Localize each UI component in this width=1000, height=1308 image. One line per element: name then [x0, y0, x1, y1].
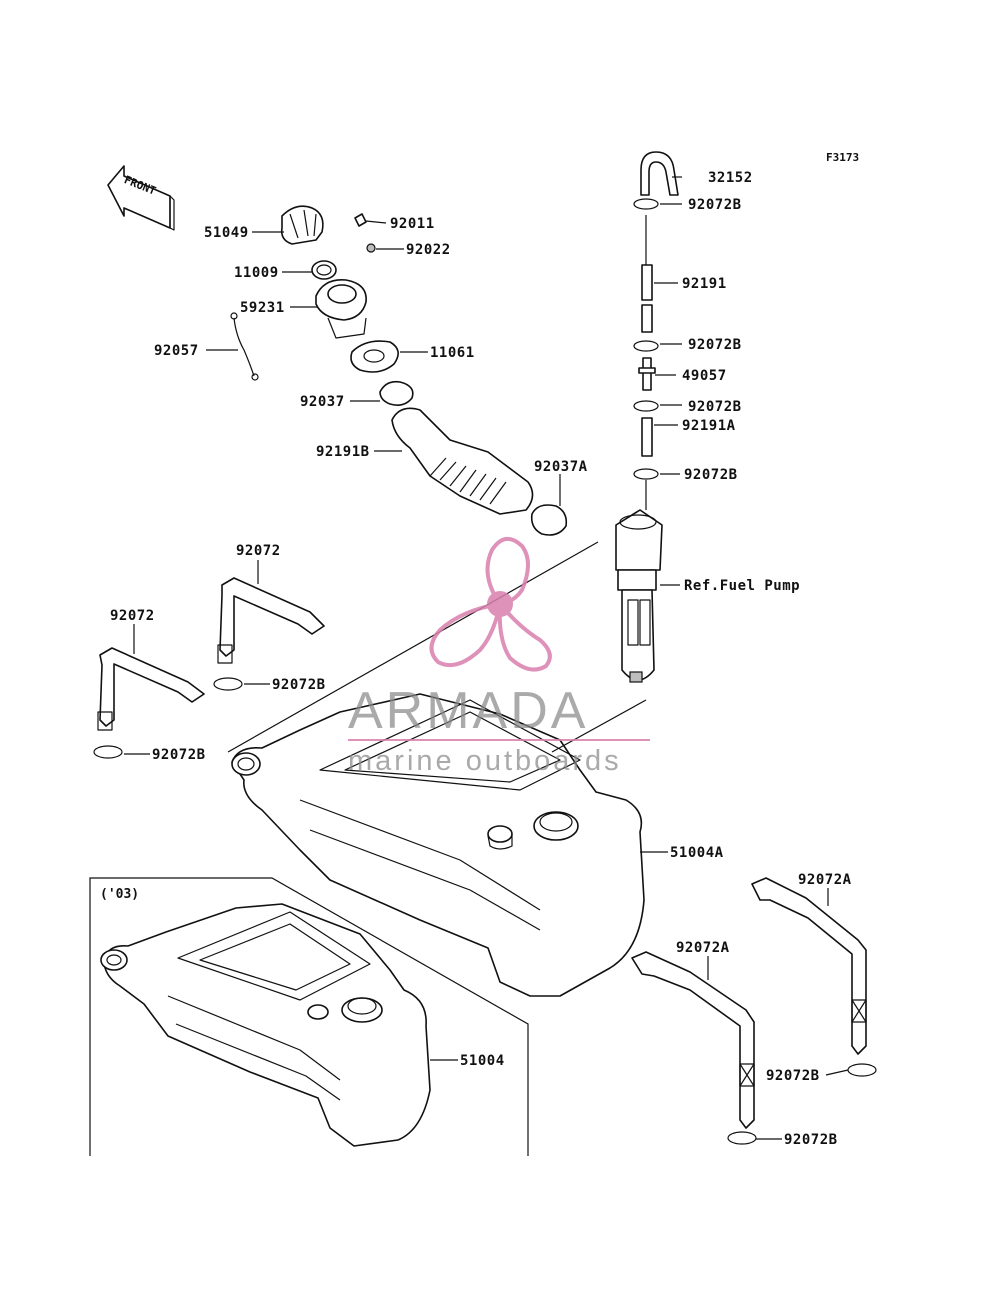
clamp-92072b-2 — [633, 340, 659, 352]
filler-hose-92191b — [391, 407, 534, 515]
clamp-92072b-8 — [727, 1131, 757, 1145]
filler-assembly — [230, 205, 568, 536]
callout-92037: 92037 — [300, 394, 345, 410]
strap-92072a-upper — [751, 877, 877, 1077]
figure-code: F3173 — [826, 151, 859, 164]
clamp-92072b-3 — [633, 400, 659, 412]
hose-92191a — [641, 417, 653, 457]
screw-92011 — [354, 213, 367, 227]
callout-49057: 49057 — [682, 368, 727, 384]
callout-92022: 92022 — [406, 242, 451, 258]
inset-2003-tank: ('03) — [89, 877, 529, 1156]
vent-hose-32152 — [640, 151, 679, 196]
hose-92191-lower — [641, 304, 653, 333]
callout-92072a-lower: 92072A — [676, 940, 730, 956]
nut-92022 — [366, 243, 376, 253]
callout-51049: 51049 — [204, 225, 249, 241]
front-arrow-icon: FRONT — [107, 165, 175, 231]
callout-92037a: 92037A — [534, 459, 588, 475]
strap-92072a-lower — [631, 951, 757, 1145]
callout-92191b: 92191B — [316, 444, 370, 460]
fuel-tank-51004a — [231, 693, 645, 997]
inset-year-note: ('03) — [100, 887, 139, 902]
callout-32152: 32152 — [708, 170, 753, 186]
clamp-92072b-6 — [93, 745, 123, 759]
callout-92072b-8: 92072B — [784, 1132, 838, 1148]
tether-92057 — [233, 317, 255, 377]
strap-92072-upper — [213, 577, 325, 691]
callout-92072b-3: 92072B — [688, 399, 742, 415]
clamp-92072b-5 — [213, 677, 243, 691]
callout-59231: 59231 — [240, 300, 285, 316]
callout-92072b-4: 92072B — [684, 467, 738, 483]
leader-lines — [124, 176, 849, 1140]
callout-ref-fuel-pump: Ref.Fuel Pump — [684, 578, 800, 594]
cap-51049 — [280, 205, 324, 245]
callout-92072b-1: 92072B — [688, 197, 742, 213]
callout-92072-upper: 92072 — [236, 543, 281, 559]
fitting-49057 — [642, 357, 652, 391]
clamp-92072b-7 — [847, 1063, 877, 1077]
callout-92072b-2: 92072B — [688, 337, 742, 353]
clamp-92072b-4 — [633, 468, 659, 480]
callout-92057: 92057 — [154, 343, 199, 359]
armada-watermark: ARMADA marine outboards — [348, 537, 650, 777]
gasket-11061 — [350, 340, 399, 373]
clamp-92037 — [379, 380, 414, 406]
watermark-brand-name: ARMADA — [348, 682, 588, 740]
hose-92191-upper — [641, 264, 653, 301]
propeller-logo-icon — [429, 537, 552, 672]
callout-92072b-7: 92072B — [766, 1068, 820, 1084]
ring-11009 — [311, 260, 337, 280]
clamp-92072b-1 — [633, 198, 659, 210]
strap-92072-lower — [93, 647, 205, 759]
callout-51004: 51004 — [460, 1053, 505, 1069]
inset-frame — [89, 877, 529, 1156]
callout-92191: 92191 — [682, 276, 727, 292]
callout-92072-lower: 92072 — [110, 608, 155, 624]
callout-11061: 11061 — [430, 345, 475, 361]
clamp-92037a — [530, 504, 568, 536]
callout-92191a: 92191A — [682, 418, 736, 434]
callout-labels: 32152 92072B 92191 92072B 49057 92072B 9… — [110, 170, 852, 1148]
callout-11009: 11009 — [234, 265, 279, 281]
callout-92011: 92011 — [390, 216, 435, 232]
callout-92072b-5: 92072B — [272, 677, 326, 693]
watermark-tagline: marine outboards — [348, 745, 622, 777]
callout-51004a: 51004A — [670, 845, 724, 861]
vent-hose-assembly — [633, 151, 679, 510]
callout-92072b-6: 92072B — [152, 747, 206, 763]
fuel-pump-ref — [615, 509, 663, 683]
callout-92072a-upper: 92072A — [798, 872, 852, 888]
